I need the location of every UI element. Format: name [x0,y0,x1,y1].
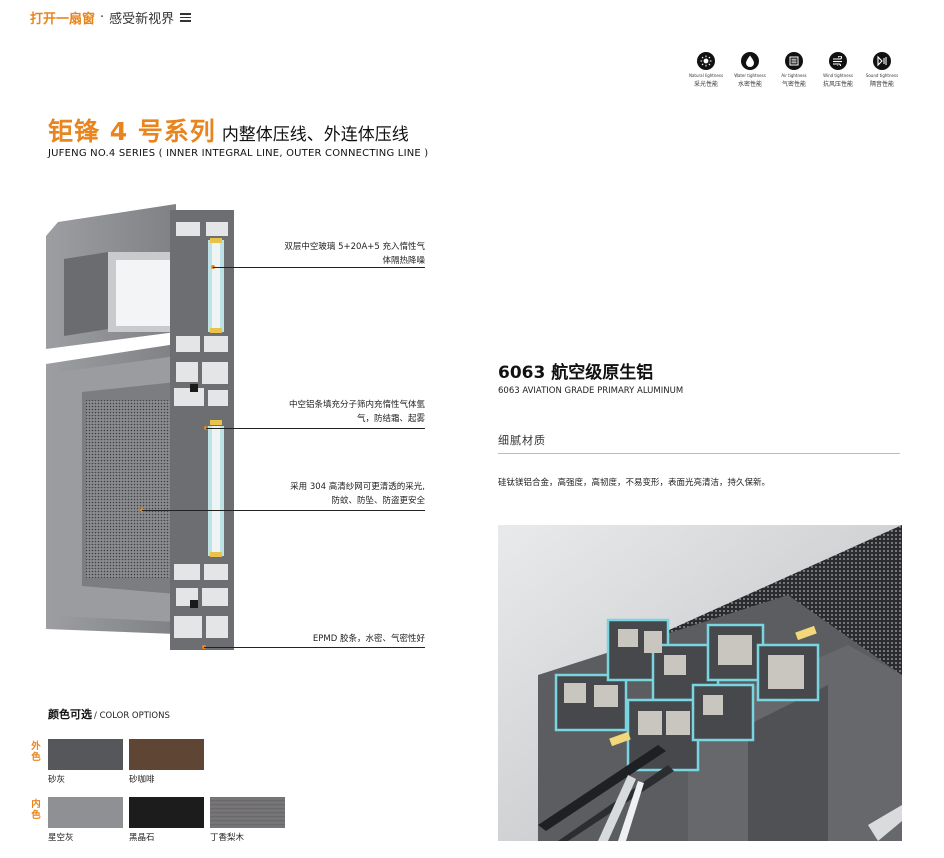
sun-icon [697,52,715,70]
color-swatch-sand-coffee[interactable] [129,739,204,770]
performance-cn: 采光性能 [693,81,718,88]
performance-item-air: Air tightness 气密性能 [776,52,812,88]
series-english: JUFENG NO.4 SERIES ( INNER INTEGRAL LINE… [48,148,429,159]
series-title: 钜锋 4 号系列 [48,117,216,146]
water-drop-icon [741,52,759,70]
profile-section [170,210,234,650]
color-name: 砂咖啡 [129,775,155,785]
color-name: 丁香梨木 [210,833,245,843]
air-icon [785,52,803,70]
header-separator: · [100,10,105,25]
performance-cn: 隔音性能 [869,81,894,88]
header-slogan: 感受新视界 [109,12,175,27]
performance-en: Water tightness [734,73,766,78]
performance-item-sound: Sound tightness 隔音性能 [864,52,900,88]
color-swatch-sand-gray[interactable] [48,739,123,770]
callout-glass: 双层中空玻璃 5+20A+5 充入惰性气 体隔热降噪 [284,242,425,266]
performance-item-wind: Wind tightness 抗风压性能 [820,52,856,88]
callout-spacer: 中空铝条填充分子筛内充惰性气体氩 气，防结霜、起雾 [288,400,425,424]
performance-item-water: Water tightness 水密性能 [732,52,768,88]
callout-line [206,428,425,429]
series-subtitle: 内整体压线、外连体压线 [221,125,409,145]
performance-en: Sound tightness [865,73,899,78]
performance-icons: Natural lightness 采光性能 Water tightness 水… [688,52,900,88]
callout-gasket: EPMD 胶条，水密、气密性好 [312,634,425,644]
profile-photo [498,525,902,841]
performance-cn: 抗风压性能 [822,81,853,88]
color-name: 星空灰 [48,833,74,843]
material-description: 硅钛镁铝合金，高强度，高韧度，不易变形，表面光亮清洁，持久保新。 [498,478,771,488]
performance-item-lighting: Natural lightness 采光性能 [688,52,724,88]
series-title-group: 钜锋 4 号系列 内整体压线、外连体压线 [48,112,409,148]
brand-text: 打开一扇窗 [30,12,96,27]
color-name: 黑晶石 [129,833,155,843]
menu-icon[interactable] [180,11,192,24]
aluminum-title: 6063 航空级原生铝 [498,363,654,383]
performance-cn: 水密性能 [737,81,762,88]
color-options-title: 颜色可选 / COLOR OPTIONS [48,706,170,722]
color-swatch-lilac-wood[interactable] [210,797,285,828]
aluminum-english: 6063 AVIATION GRADE PRIMARY ALUMINUM [498,386,684,396]
outer-color-tag: 外色 [31,741,41,763]
color-title-en: / COLOR OPTIONS [94,711,170,721]
performance-en: Air tightness [781,73,807,78]
material-label: 细腻材质 [498,434,546,447]
color-title-cn: 颜色可选 [48,708,92,721]
color-name: 砂灰 [48,775,66,785]
performance-en: Natural lightness [688,73,724,78]
inner-color-tag: 内色 [31,799,41,821]
sound-icon [873,52,891,70]
performance-en: Wind tightness [823,73,853,78]
color-swatch-star-gray[interactable] [48,797,123,828]
performance-cn: 气密性能 [781,81,806,88]
material-divider [498,453,900,454]
color-swatch-black-crystal[interactable] [129,797,204,828]
callout-line [213,267,425,268]
callout-line [204,647,425,648]
callout-mesh: 采用 304 高清纱网可更清透的采光, 防蚊、防坠、防盗更安全 [290,482,425,506]
callout-line [142,510,425,511]
header-bar: 打开一扇窗 · 感受新视界 [30,8,192,27]
window-section-illustration [46,204,234,650]
wind-icon [829,52,847,70]
